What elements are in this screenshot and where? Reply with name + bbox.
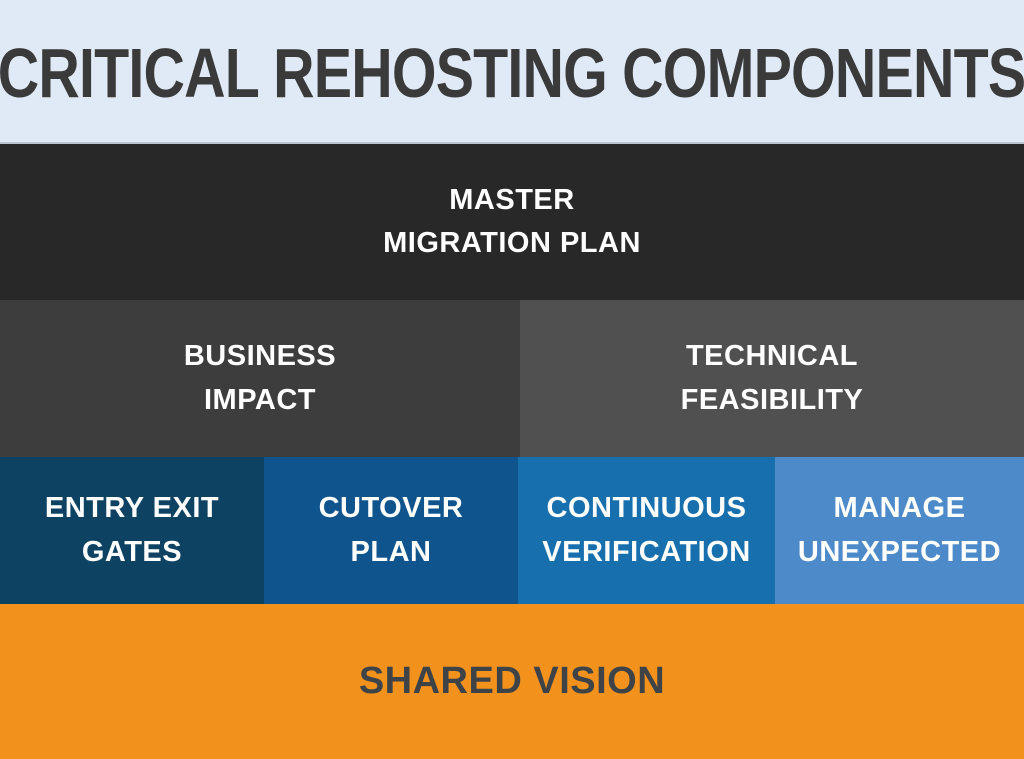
assessment-row: BUSINESS IMPACT TECHNICAL FEASIBILITY — [0, 300, 1024, 457]
entry-exit-gates-block: ENTRY EXIT GATES — [0, 457, 264, 604]
manage-unexpected-line-1: MANAGE — [833, 492, 966, 524]
business-impact-line-2: IMPACT — [203, 383, 316, 416]
shared-vision-label: SHARED VISION — [358, 660, 666, 702]
execution-row: ENTRY EXIT GATES CUTOVER PLAN CONTINUOUS… — [0, 457, 1024, 604]
entry-exit-gates-line-1: ENTRY EXIT — [44, 492, 220, 524]
cutover-plan-line-2: PLAN — [350, 535, 432, 568]
continuous-verification-line-1: CONTINUOUS — [546, 492, 747, 524]
technical-feasibility-block: TECHNICAL FEASIBILITY — [520, 300, 1024, 457]
technical-feasibility-line-1: TECHNICAL — [685, 340, 859, 372]
technical-feasibility-line-2: FEASIBILITY — [680, 383, 864, 416]
manage-unexpected-block: MANAGE UNEXPECTED — [775, 457, 1024, 604]
shared-vision-block: SHARED VISION — [0, 604, 1024, 759]
master-migration-row: MASTER MIGRATION PLAN — [0, 144, 1024, 300]
cutover-plan-line-1: CUTOVER — [318, 492, 464, 524]
master-line-2: MIGRATION PLAN — [383, 227, 641, 259]
shared-vision-row: SHARED VISION — [0, 604, 1024, 759]
cutover-plan-block: CUTOVER PLAN — [264, 457, 518, 604]
page-title: CRITICAL REHOSTING COMPONENTS — [0, 34, 1024, 112]
business-impact-block: BUSINESS IMPACT — [0, 300, 520, 457]
title-banner: CRITICAL REHOSTING COMPONENTS — [0, 0, 1024, 144]
continuous-verification-line-2: VERIFICATION — [542, 535, 751, 568]
master-migration-plan-block: MASTER MIGRATION PLAN — [0, 144, 1024, 300]
manage-unexpected-line-2: UNEXPECTED — [797, 535, 1002, 568]
continuous-verification-block: CONTINUOUS VERIFICATION — [518, 457, 775, 604]
entry-exit-gates-line-2: GATES — [81, 535, 183, 568]
business-impact-line-1: BUSINESS — [183, 340, 337, 372]
master-line-1: MASTER — [449, 183, 575, 216]
